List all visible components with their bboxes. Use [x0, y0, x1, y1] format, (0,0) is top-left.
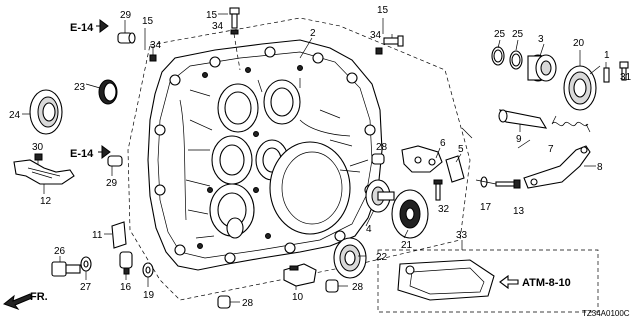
bearing-20	[563, 65, 601, 111]
spring-7	[551, 115, 591, 133]
callout-5: 5	[458, 144, 464, 155]
callout-34-right: 34	[370, 30, 382, 41]
bolt-31	[619, 61, 629, 81]
callout-34-top: 34	[212, 21, 224, 32]
callout-28-mid: 28	[376, 142, 388, 153]
plate-11	[104, 221, 127, 249]
washer-17	[475, 176, 497, 188]
callout-17: 17	[480, 202, 492, 213]
lever-8	[523, 145, 591, 189]
front-arrow-icon	[2, 293, 33, 311]
leader-lines	[295, 37, 607, 290]
callout-15-right: 15	[377, 5, 389, 16]
dowel-pin-29-top	[117, 20, 136, 44]
bolt-15-right	[375, 18, 404, 55]
callout-19: 19	[143, 290, 155, 301]
reference-e14-top[interactable]: E-14	[70, 22, 94, 34]
dowel-pin-28-bottom	[217, 295, 240, 309]
callout-12: 12	[40, 196, 52, 207]
callout-27: 27	[80, 282, 92, 293]
callout-32: 32	[438, 204, 450, 215]
strainer-kit-33	[377, 240, 599, 313]
callout-8: 8	[597, 162, 603, 173]
dowel-pin-29-mid	[107, 155, 123, 176]
callout-15-left: 15	[142, 16, 154, 27]
bracket-6	[401, 145, 443, 173]
callout-7: 7	[548, 144, 554, 155]
bracket-12	[13, 159, 75, 194]
callout-11: 11	[92, 230, 103, 241]
bolt-32	[433, 179, 443, 201]
callout-33: 33	[456, 230, 468, 241]
bolt-34-left	[144, 28, 157, 62]
snap-ring-25a	[491, 46, 505, 66]
reference-labels: E-14 E-14 ATM-8-10 FR. TZ34A0100C	[30, 22, 630, 318]
callout-21: 21	[401, 240, 413, 251]
callout-31: 31	[620, 72, 632, 83]
callout-6: 6	[440, 138, 446, 149]
shaft-9	[498, 109, 548, 132]
callout-28-lower: 28	[352, 282, 364, 293]
callout-34-left: 34	[150, 40, 162, 51]
drain-bolt-26	[51, 256, 81, 277]
callout-28-bottom: 28	[242, 298, 254, 309]
front-label: FR.	[30, 291, 48, 303]
callout-13: 13	[513, 206, 525, 217]
reference-arrow-icon	[96, 19, 111, 159]
bracket-10	[283, 263, 317, 287]
callout-24: 24	[9, 110, 21, 121]
gear-21	[391, 189, 429, 239]
plate-5	[445, 155, 465, 183]
gear-4	[365, 179, 395, 213]
callout-labels: 29 15 34 15 34 15 34 2 25 25 3 20 1 31 2…	[9, 5, 632, 309]
callout-29-mid: 29	[106, 178, 118, 189]
callout-26: 26	[54, 246, 66, 257]
dowel-pin-28-mid	[371, 153, 385, 165]
callout-25-a: 25	[494, 29, 506, 40]
washer-27	[80, 256, 92, 280]
snap-ring-25b	[509, 50, 523, 70]
bearing-22	[333, 237, 367, 279]
callout-10: 10	[292, 292, 304, 303]
callout-22: 22	[376, 252, 388, 263]
bolt-13	[495, 179, 521, 189]
reference-atm-8-10[interactable]: ATM-8-10	[522, 277, 571, 289]
oil-seal-23	[85, 79, 118, 105]
callout-15-top: 15	[206, 10, 218, 21]
bushing-3	[527, 54, 557, 82]
dowel-pin-28-lower	[325, 279, 348, 293]
reference-e14-mid[interactable]: E-14	[70, 148, 94, 160]
callout-16: 16	[120, 282, 132, 293]
callout-20: 20	[573, 38, 585, 49]
oil-seal-24	[22, 89, 63, 135]
callout-4: 4	[366, 224, 372, 235]
callout-23: 23	[74, 82, 86, 93]
callout-30: 30	[32, 142, 44, 153]
callout-3: 3	[538, 34, 544, 45]
pin-1	[603, 67, 610, 83]
bolt-15-top	[218, 7, 241, 71]
callout-25-b: 25	[512, 29, 524, 40]
diagram-code: TZ34A0100C	[582, 309, 630, 318]
callout-2: 2	[310, 28, 316, 39]
washer-19	[142, 262, 154, 287]
callout-9: 9	[516, 134, 522, 145]
callout-29-top: 29	[120, 10, 132, 21]
callout-1: 1	[604, 50, 610, 61]
sensor-16	[119, 251, 133, 280]
